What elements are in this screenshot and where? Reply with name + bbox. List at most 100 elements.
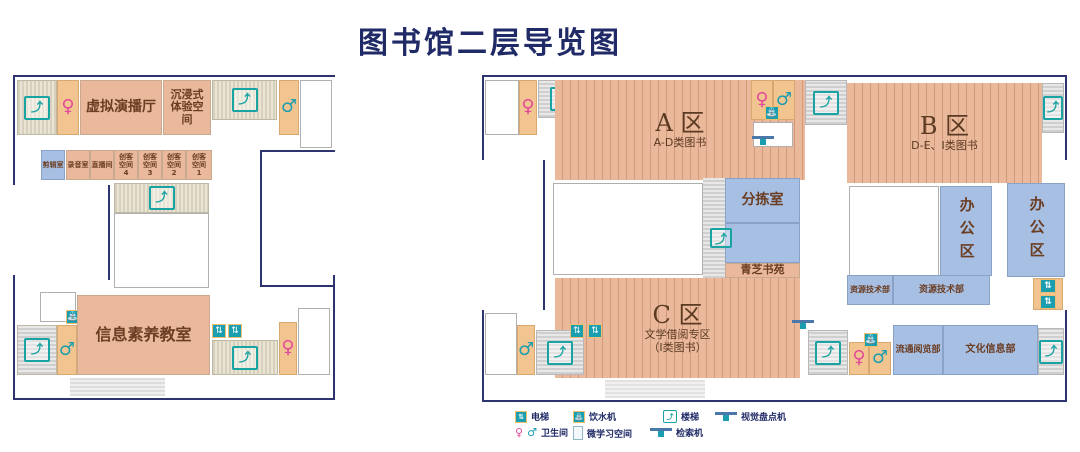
restroom-female-d: ♀ — [849, 342, 869, 375]
female-restroom-icon: ♀ — [515, 426, 524, 439]
room-recording[interactable]: 录音室 — [66, 150, 90, 180]
legend-restroom: ♀♂ 卫生间 — [515, 426, 568, 439]
stairwell-b-east: ⤴ — [1042, 83, 1064, 133]
stairs-icon: ⤴ — [663, 410, 677, 423]
legend-label: 电梯 — [531, 413, 550, 423]
zone-c[interactable]: C 区 文学借阅专区 （I类图书） — [555, 278, 800, 378]
room-maker-1[interactable]: 创客空间1 — [186, 150, 212, 180]
wall-segment — [260, 285, 335, 287]
stairs-icon: ⤴ — [24, 338, 50, 362]
female-restroom-icon: ♀ — [61, 96, 75, 118]
restroom-male-c: ♂ — [517, 325, 535, 375]
room-label: 资源技术部 — [918, 284, 964, 295]
room-office-1[interactable]: 办公区 — [940, 186, 992, 276]
male-restroom-icon: ♂ — [58, 338, 76, 360]
room-se-corner — [298, 308, 330, 375]
stairwell-nw: ⤴ — [17, 80, 57, 135]
elevator-icon: ⇅ — [515, 410, 527, 423]
zone-b[interactable]: B 区 D-E、I类图书 — [847, 83, 1042, 183]
wall-segment — [260, 150, 335, 152]
room-label: 创客空间3 — [143, 152, 157, 178]
stairs-icon: ⤴ — [24, 95, 50, 120]
restroom-male-ne: ♂ — [279, 80, 299, 135]
stairs-icon: ⤴ — [231, 88, 258, 112]
restroom-male-sw: ♂ — [57, 325, 77, 375]
room-label: 分拣室 — [741, 192, 784, 209]
left-wing-map: ⤴ ♀ 虚拟演播厅 沉浸式体验空间 ⤴ ♂ 剪辑室 录音室 直播间 创客空间4 … — [0, 70, 340, 410]
room-label: 办公区 — [1027, 195, 1046, 265]
entrance-steps — [70, 378, 165, 396]
legend-inventory: 视觉盘点机 — [715, 410, 786, 423]
room-label: 剪辑室 — [42, 160, 64, 169]
legend-label: 饮水机 — [589, 413, 617, 423]
micro-study-icon — [573, 426, 583, 440]
right-wing-map: ♀ ⤴ ⇅ ⇅ A 区 A-D类图书 ♀ ♂ ⛲ ⤴ B 区 D-E、I类图书 … — [475, 70, 1080, 410]
restroom-female-a: ♀ — [519, 80, 537, 135]
restroom-female-se: ♀ — [279, 322, 297, 375]
male-restroom-icon: ♂ — [527, 426, 537, 439]
room-circulation[interactable]: 流通阅览部 — [893, 325, 943, 375]
legend-micro-study: 微学习空间 — [573, 426, 632, 440]
room-label: 创客空间1 — [192, 152, 206, 178]
room-editing[interactable]: 剪辑室 — [41, 150, 65, 180]
room-resource-tech-small[interactable]: 资源技术部 — [847, 275, 893, 305]
wall-segment — [260, 150, 262, 285]
legend-elevator: ⇅ 电梯 — [515, 410, 549, 423]
right-wing-wall-bottom — [482, 310, 1067, 402]
room-culture-info[interactable]: 文化信息部 — [943, 325, 1038, 375]
zone-a-label: A 区 — [655, 108, 705, 137]
stairs-icon: ⤴ — [710, 228, 732, 248]
stairs-icon: ⤴ — [1039, 339, 1063, 364]
legend-label: 楼梯 — [681, 413, 700, 423]
legend-label: 检索机 — [676, 429, 704, 439]
stairwell-d: ⤴ — [808, 330, 848, 375]
page-title: 图书馆二层导览图 — [358, 26, 622, 61]
restroom-male-d: ♂ — [869, 342, 891, 375]
room-sw-corner — [485, 313, 517, 375]
legend-stairs: ⤴ 楼梯 — [663, 410, 699, 423]
wall-segment — [108, 185, 110, 280]
stairs-icon: ⤴ — [813, 90, 839, 115]
room-label: 办公区 — [957, 196, 976, 266]
water-dispenser-icon: ⛲ — [66, 310, 80, 324]
room-nw-corner — [485, 80, 519, 135]
room-office-2[interactable]: 办公区 — [1007, 183, 1065, 277]
room-virtual-hall[interactable]: 虚拟演播厅 — [80, 80, 162, 135]
room-label: 虚拟演播厅 — [86, 99, 156, 116]
female-restroom-icon: ♀ — [755, 88, 769, 110]
left-wing-wall-bottom — [13, 275, 335, 400]
restroom-female-nw: ♀ — [57, 80, 79, 135]
room-resource-tech[interactable]: 资源技术部 — [893, 275, 990, 305]
legend-label: 微学习空间 — [587, 429, 633, 440]
zone-b-label: B 区 — [919, 111, 970, 140]
room-maker-3[interactable]: 创客空间3 — [138, 150, 162, 180]
room-label: 沉浸式体验空间 — [170, 87, 204, 126]
male-restroom-icon: ♂ — [871, 347, 889, 369]
room-sorting[interactable]: 分拣室 — [725, 178, 800, 223]
legend-label: 卫生间 — [540, 429, 568, 439]
right-wing-wall-top — [482, 75, 1067, 160]
inventory-machine-icon — [715, 411, 737, 422]
female-restroom-icon: ♀ — [852, 347, 866, 369]
atrium-left — [114, 213, 209, 288]
zone-c-desc2: （I类图书） — [648, 340, 707, 354]
legend: ⇅ 电梯 ♀♂ 卫生间 ⛲ 饮水机 微学习空间 ⤴ 楼梯 检索机 视觉盘点机 — [515, 410, 795, 446]
room-immersive[interactable]: 沉浸式体验空间 — [163, 80, 211, 135]
room-label: 文化信息部 — [965, 344, 1016, 356]
room-maker-2[interactable]: 创客空间2 — [162, 150, 186, 180]
room-label: 信息素养教室 — [95, 324, 192, 344]
room-maker-4[interactable]: 创客空间4 — [114, 150, 138, 180]
room-live[interactable]: 直播间 — [90, 150, 114, 180]
male-restroom-icon: ♂ — [775, 88, 793, 110]
room-label: 直播间 — [91, 160, 113, 169]
zone-c-label: C 区 — [652, 300, 703, 329]
room-info-literacy[interactable]: 信息素养教室 — [77, 295, 210, 375]
stairwell-e: ⤴ — [1038, 328, 1064, 375]
zone-a-desc: A-D类图书 — [653, 136, 707, 150]
room-qingzhi[interactable]: 青芝书苑 — [725, 263, 800, 278]
stairwell-b: ⤴ — [805, 80, 847, 125]
room-label: 青芝书苑 — [740, 263, 785, 277]
legend-water: ⛲ 饮水机 — [573, 410, 616, 423]
left-wing-wall-top — [13, 75, 335, 185]
room-label: 创客空间4 — [119, 152, 133, 178]
